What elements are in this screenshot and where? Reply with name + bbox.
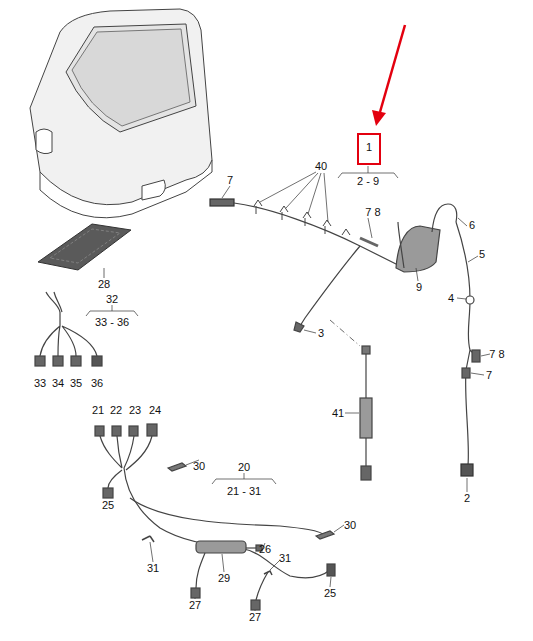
callout-number: 2 - 9 <box>357 175 379 187</box>
callout-number: 31 <box>147 562 159 574</box>
callout-number: 4 <box>448 292 454 304</box>
callout-number: 6 <box>469 219 475 231</box>
callout-number: 21 <box>92 404 104 416</box>
callout-number: 20 <box>238 461 250 473</box>
callout-number: 31 <box>279 552 291 564</box>
callout-number: 7 8 <box>489 348 504 360</box>
remote-control <box>38 224 131 278</box>
red-arrow <box>372 25 405 126</box>
callout-number: 30 <box>344 519 356 531</box>
callout-number: 30 <box>193 460 205 472</box>
callout-number: 27 <box>249 611 261 623</box>
callout-number: 2 <box>464 492 470 504</box>
callout-number: 33 - 36 <box>95 316 129 328</box>
callout-box: 1 <box>357 133 381 165</box>
leader-lines <box>86 166 490 611</box>
callout-number: 41 <box>332 407 344 419</box>
callout-number: 32 <box>106 293 118 305</box>
callout-number: 34 <box>52 377 64 389</box>
callout-number: 5 <box>479 248 485 260</box>
callout-number: 26 <box>259 543 271 555</box>
callout-number: 25 <box>102 499 114 511</box>
callout-number: 7 <box>486 369 492 381</box>
callout-number: 36 <box>91 377 103 389</box>
callout-number: 7 8 <box>365 206 380 218</box>
callout-number: 29 <box>218 572 230 584</box>
callout-number: 3 <box>318 327 324 339</box>
callout-number: 24 <box>149 404 161 416</box>
callout-number: 7 <box>227 174 233 186</box>
callout-number: 27 <box>189 599 201 611</box>
callout-number: 40 <box>315 160 327 172</box>
callout-number: 28 <box>98 278 110 290</box>
callout-number: 35 <box>70 377 82 389</box>
callout-number: 21 - 31 <box>227 485 261 497</box>
callout-number: 23 <box>129 404 141 416</box>
callout-number: 33 <box>34 377 46 389</box>
callout-number: 22 <box>110 404 122 416</box>
callout-number: 9 <box>416 281 422 293</box>
callout-number: 25 <box>324 587 336 599</box>
harness-wires <box>35 199 480 610</box>
tailgate <box>30 9 212 218</box>
callout-number: 1 <box>363 141 375 157</box>
